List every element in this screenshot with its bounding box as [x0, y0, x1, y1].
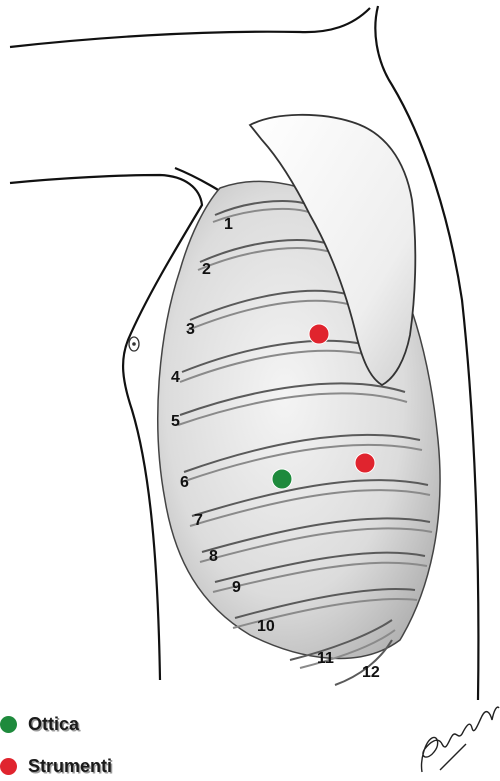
rib-number-4: 4 — [171, 369, 180, 386]
raised-arm-outline — [10, 8, 370, 47]
legend-item-strumenti: Strumenti — [0, 756, 112, 777]
legend-dot-strumenti — [0, 758, 17, 775]
rib-number-3: 3 — [186, 321, 195, 338]
rib-number-6: 6 — [180, 474, 189, 491]
legend-dot-ottica — [0, 716, 17, 733]
rib-number-9: 9 — [232, 579, 241, 596]
port-marker-ottica — [272, 469, 292, 489]
rib-number-5: 5 — [171, 413, 180, 430]
rib-number-7: 7 — [194, 512, 203, 529]
rib-number-2: 2 — [202, 261, 211, 278]
rib-number-8: 8 — [209, 548, 218, 565]
rib-number-1: 1 — [224, 216, 233, 233]
port-marker-strumenti — [309, 324, 329, 344]
legend-label-strumenti: Strumenti — [28, 756, 112, 777]
rib-number-11: 11 — [317, 650, 334, 667]
rib-number-10: 10 — [257, 618, 275, 635]
port-marker-strumenti — [355, 453, 375, 473]
nipple — [129, 337, 139, 351]
legend-label-ottica: Ottica — [28, 714, 79, 735]
legend-item-ottica: Ottica — [0, 714, 79, 735]
rib-number-12: 12 — [362, 664, 380, 681]
artist-signature — [422, 707, 499, 772]
